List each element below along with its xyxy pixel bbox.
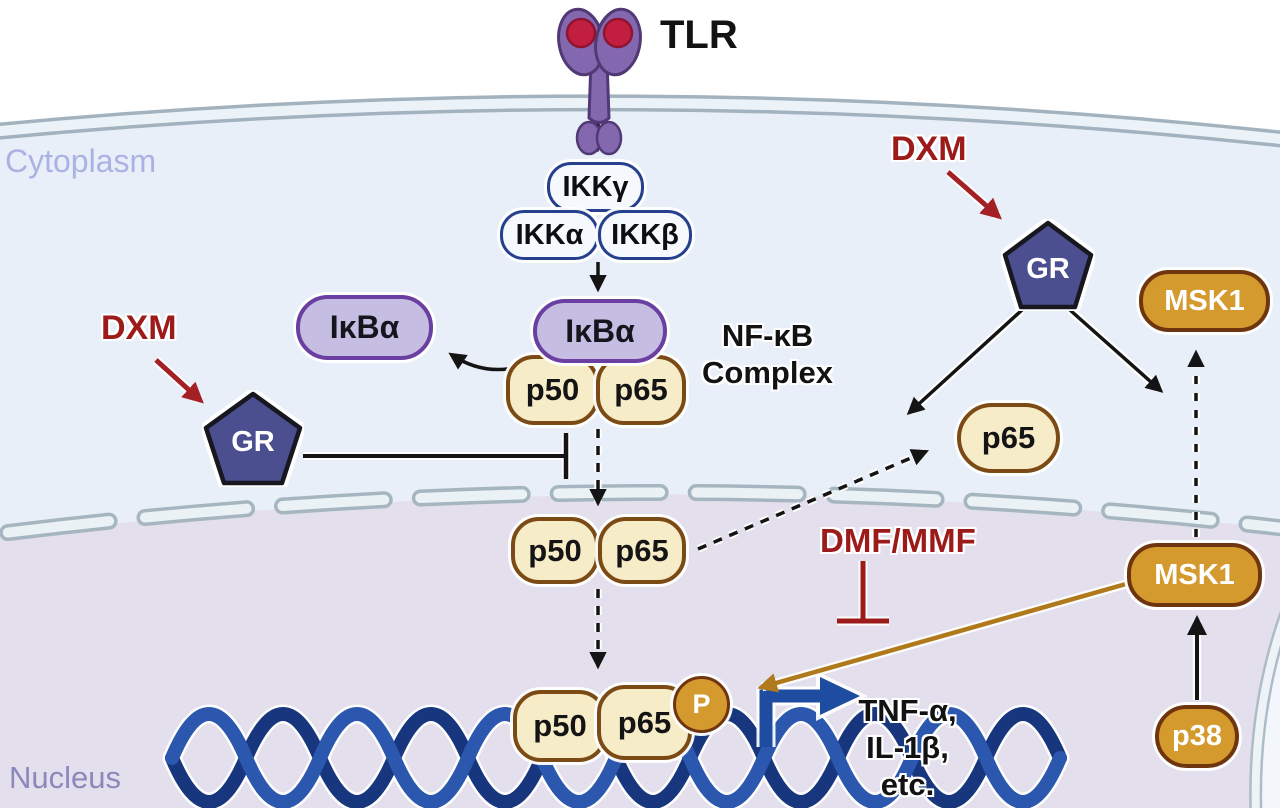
nfkb-complex-caption: NF-κB Complex	[695, 317, 840, 391]
gr-left-label: GR	[231, 426, 275, 458]
p50-cytoplasm-label: p50	[525, 372, 580, 407]
msk1-cytoplasm-label: MSK1	[1164, 284, 1245, 317]
nuclear-envelope	[0, 483, 1280, 543]
p65-nuclear-label: p65	[615, 532, 669, 568]
p65-dna-label: p65	[617, 704, 672, 740]
arrow-gr-to-msk1-path	[1068, 308, 1164, 393]
msk1-nuclear-label: MSK1	[1154, 558, 1235, 591]
p38-node: p38	[1155, 705, 1239, 768]
tlr-title: TLR	[660, 13, 738, 57]
arrow-msk1-phosphorylates-p65	[757, 581, 1127, 693]
ikba-bound-label: IκBα	[565, 312, 635, 349]
inhibition-dmf-mmf	[837, 561, 889, 626]
ikba-bound-node: IκBα	[533, 299, 667, 363]
arrow-gr-to-p65	[906, 308, 1024, 415]
transcription-arrow	[756, 671, 868, 747]
ikk-gamma-node: IKKγ	[547, 162, 644, 212]
tlr-ligand-right	[602, 17, 634, 49]
ikba-released-label: IκBα	[329, 309, 400, 345]
p50-dna-label: p50	[533, 708, 587, 743]
nfkb-complex-caption-line2: Complex	[702, 355, 833, 390]
p65-dna-node: p65	[597, 685, 692, 760]
p65-free-node: p65	[957, 403, 1060, 473]
nfkb-complex-caption-line1: NF-κB	[721, 318, 814, 353]
ikk-beta-label: IKKβ	[611, 218, 679, 251]
p50-cytoplasm-node: p50	[506, 355, 599, 425]
p65-cytoplasm-node: p65	[596, 355, 686, 425]
ikk-gamma-label: IKKγ	[562, 170, 629, 203]
gr-right-label: GR	[1026, 252, 1070, 285]
phospho-label: P	[692, 689, 711, 719]
output-line2: IL-1β,	[866, 730, 949, 765]
corner-membrane-arc	[1249, 610, 1280, 808]
msk1-nuclear-node: MSK1	[1127, 543, 1262, 607]
tlr-ligand-left	[565, 17, 597, 49]
dmf-mmf-label: DMF/MMF	[820, 522, 976, 559]
p50-dna-node: p50	[513, 690, 607, 762]
arrow-p65-nuclear-export	[697, 449, 930, 551]
arrow-dxm-right-to-gr	[946, 170, 1002, 220]
cell-membrane	[0, 94, 1280, 148]
output-cytokines-label: TNF-α, IL-1β, etc.	[845, 692, 970, 803]
p38-label: p38	[1172, 720, 1222, 752]
output-line3: etc.	[880, 767, 935, 802]
dxm-left-label: DXM	[101, 309, 177, 347]
cytoplasm-region-label: Cytoplasm	[5, 143, 157, 179]
gr-right-node: GR	[999, 217, 1097, 313]
arrow-dxm-left-to-gr	[154, 358, 204, 404]
p65-cytoplasm-label: p65	[614, 372, 668, 407]
output-line1: TNF-α,	[858, 693, 957, 728]
tlr-receptor-icon	[557, 7, 642, 156]
p50-nuclear-label: p50	[528, 532, 582, 568]
msk1-cytoplasm-node: MSK1	[1139, 270, 1270, 332]
gr-left-node: GR	[200, 388, 306, 489]
dxm-right-label: DXM	[891, 130, 967, 168]
ikk-beta-node: IKKβ	[598, 210, 692, 260]
phospho-mark: P	[673, 676, 730, 733]
ikk-alpha-label: IKKα	[515, 218, 584, 251]
nucleus-region-label: Nucleus	[9, 760, 121, 795]
ikk-alpha-node: IKKα	[500, 210, 599, 260]
p50-nuclear-node: p50	[511, 517, 599, 584]
ikba-released-node: IκBα	[296, 295, 433, 360]
p65-free-label: p65	[981, 420, 1036, 455]
inhibition-gr-left	[303, 433, 570, 479]
p65-nuclear-node: p65	[598, 517, 686, 584]
